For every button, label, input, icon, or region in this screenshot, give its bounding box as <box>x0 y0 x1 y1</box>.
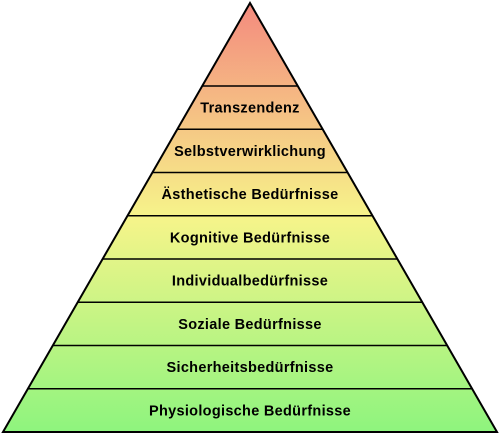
level-label: Ästhetische Bedürfnisse <box>162 186 339 203</box>
level-label: Kognitive Bedürfnisse <box>170 230 330 246</box>
pyramid-level-7: Sicherheitsbedürfnisse <box>52 344 448 376</box>
level-label: Transzendenz <box>200 101 300 117</box>
pyramid-level-1: Transzendenz <box>200 85 300 117</box>
pyramid-level-5: Individualbedürfnisse <box>102 258 398 290</box>
pyramid-fill <box>3 3 497 432</box>
pyramid-body <box>3 3 497 432</box>
pyramid-level-6: Soziale Bedürfnisse <box>77 301 423 333</box>
level-label: Physiologische Bedürfnisse <box>149 403 351 419</box>
pyramid-levels: TranszendenzSelbstverwirklichungÄsthetis… <box>27 85 473 419</box>
pyramid-level-8: Physiologische Bedürfnisse <box>27 388 473 419</box>
pyramid-level-2: Selbstverwirklichung <box>174 128 326 160</box>
pyramid-level-4: Kognitive Bedürfnisse <box>127 215 373 246</box>
level-label: Sicherheitsbedürfnisse <box>167 360 334 376</box>
level-label: Selbstverwirklichung <box>174 144 326 160</box>
level-label: Soziale Bedürfnisse <box>178 317 322 333</box>
pyramid-level-3: Ästhetische Bedürfnisse <box>152 171 348 203</box>
level-label: Individualbedürfnisse <box>172 274 328 290</box>
